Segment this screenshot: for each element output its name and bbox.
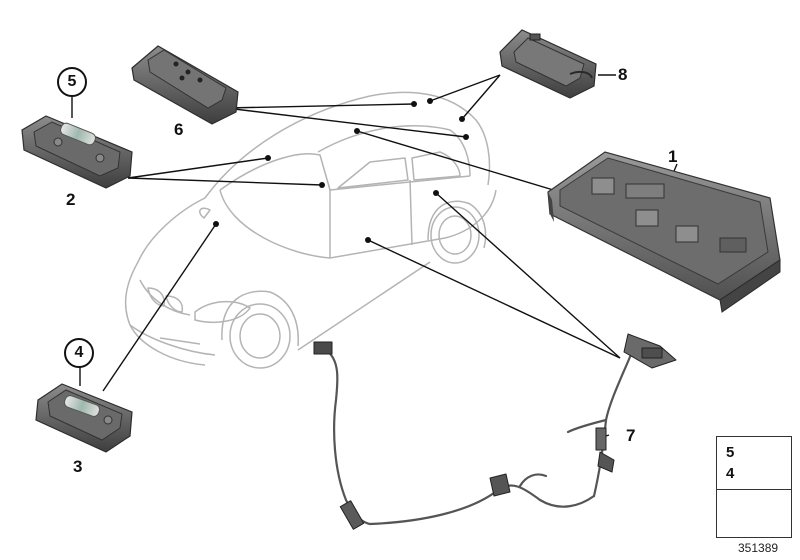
callout-3: 3 bbox=[73, 457, 83, 476]
legend-box: 5 4 bbox=[716, 436, 792, 538]
callout-6: 6 bbox=[174, 120, 184, 139]
part-2-interior-light[interactable] bbox=[21, 115, 133, 189]
leader-lines bbox=[71, 74, 678, 439]
part-7-wiring-harness[interactable] bbox=[313, 333, 677, 530]
callout-5-circled: 5 bbox=[57, 67, 87, 97]
part-6-lamp-housing[interactable] bbox=[131, 45, 239, 125]
callout-1: 1 bbox=[668, 147, 678, 166]
legend-number-5: 5 bbox=[726, 444, 735, 461]
part-8-lamp-housing[interactable] bbox=[499, 29, 597, 99]
legend-number-4: 4 bbox=[726, 465, 735, 482]
legend-divider bbox=[717, 489, 791, 490]
leader-dots bbox=[213, 98, 469, 243]
part-1-overhead-console[interactable] bbox=[547, 151, 781, 313]
part-3-interior-light[interactable] bbox=[35, 383, 133, 453]
callout-4-circled: 4 bbox=[64, 338, 94, 368]
callout-8: 8 bbox=[618, 65, 628, 84]
vehicle-outline bbox=[124, 91, 497, 369]
callout-2: 2 bbox=[66, 190, 76, 209]
callout-7: 7 bbox=[626, 426, 636, 445]
diagram-id: 351389 bbox=[738, 541, 779, 555]
